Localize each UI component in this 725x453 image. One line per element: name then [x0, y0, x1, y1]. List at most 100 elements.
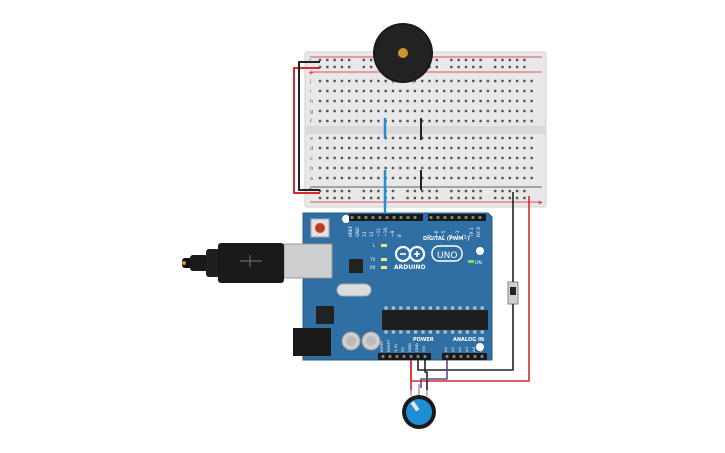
hole: [515, 109, 519, 113]
hole: [450, 58, 453, 62]
hole: [369, 89, 373, 93]
hole: [515, 89, 519, 93]
capacitor-icon: [361, 331, 381, 351]
hole: [494, 146, 497, 150]
hole: [428, 176, 431, 180]
hole: [450, 216, 454, 219]
hole: [479, 65, 482, 69]
potentiometer-icon[interactable]: [402, 384, 436, 429]
hole: [435, 58, 438, 62]
buzzer-icon[interactable]: [373, 23, 433, 84]
hole: [515, 136, 519, 140]
hole: [479, 89, 482, 93]
hole: [523, 196, 526, 200]
onboard-leds: L TX RX: [369, 243, 387, 270]
row-letter: e: [310, 136, 313, 142]
hole: [472, 156, 475, 160]
hole: [508, 58, 511, 62]
usb-cable-icon[interactable]: [182, 243, 284, 283]
hole: [472, 189, 475, 193]
wire-red[interactable]: [293, 67, 320, 194]
power-jack[interactable]: [293, 328, 331, 356]
on-label: ON: [475, 260, 482, 266]
hole: [362, 166, 365, 170]
wire-black[interactable]: [298, 61, 320, 191]
hole: [494, 79, 497, 83]
pin-label: ~3: [455, 230, 461, 237]
hole: [464, 189, 468, 193]
hole: [326, 176, 329, 180]
hole: [464, 146, 468, 150]
breadboard[interactable]: + - - + j i h g f e d c b a: [304, 51, 547, 208]
usb-port[interactable]: [283, 243, 333, 279]
hole: [450, 99, 453, 103]
reset-button[interactable]: [310, 218, 330, 238]
hole: [413, 79, 417, 83]
hole: [479, 156, 482, 160]
hole: [414, 306, 418, 310]
hole: [423, 355, 427, 358]
hole: [318, 176, 322, 180]
wire-black[interactable]: [417, 304, 514, 371]
hole: [318, 146, 322, 150]
hole: [413, 109, 417, 113]
hole: [494, 65, 497, 69]
hole: [391, 189, 395, 193]
hole: [428, 109, 431, 113]
hole: [348, 146, 351, 150]
hole: [442, 119, 446, 123]
pin-label: A0: [443, 346, 448, 352]
hole: [428, 146, 431, 150]
led-tx-label: TX: [369, 257, 375, 262]
hole: [508, 109, 511, 113]
hole: [494, 89, 497, 93]
hole: [333, 89, 336, 93]
hole: [377, 166, 380, 170]
hole: [399, 146, 402, 150]
hole: [473, 355, 477, 358]
hole: [428, 189, 431, 193]
hole: [421, 189, 424, 193]
wire-purple[interactable]: [420, 360, 448, 388]
hole: [357, 216, 361, 219]
wire-black[interactable]: [424, 360, 428, 390]
hole: [326, 166, 329, 170]
hole: [442, 156, 446, 160]
hole: [464, 79, 468, 83]
pin-label: GND: [407, 343, 412, 352]
arduino-uno-board[interactable]: AREF GND 13 12 ~11 ~10 ~9 8 7 ~6 ~5 4 ~3…: [283, 212, 493, 361]
hole: [442, 109, 446, 113]
hole: [465, 306, 469, 310]
hole: [413, 156, 417, 160]
hole: [530, 89, 533, 93]
hole: [457, 136, 460, 140]
hole: [428, 79, 431, 83]
hole: [421, 99, 424, 103]
hole: [530, 176, 533, 180]
hole: [369, 65, 373, 69]
hole: [369, 196, 373, 200]
hole: [428, 136, 431, 140]
hole: [450, 166, 453, 170]
hole: [395, 355, 399, 358]
hole: [457, 176, 460, 180]
pin-label: 3.3V: [393, 343, 398, 352]
hole: [421, 176, 424, 180]
hole: [384, 330, 388, 334]
hole: [450, 109, 453, 113]
hole: [472, 65, 475, 69]
hole: [443, 330, 447, 334]
hole: [457, 79, 460, 83]
hole: [464, 216, 468, 219]
hole: [362, 119, 365, 123]
hole: [326, 109, 329, 113]
hole: [479, 79, 482, 83]
hole: [494, 99, 497, 103]
pin-label: ~11: [376, 228, 382, 237]
hole: [416, 355, 420, 358]
hole: [501, 176, 504, 180]
hole: [494, 109, 497, 113]
switch-icon[interactable]: [507, 281, 519, 305]
hole: [391, 196, 395, 200]
hole: [413, 89, 417, 93]
